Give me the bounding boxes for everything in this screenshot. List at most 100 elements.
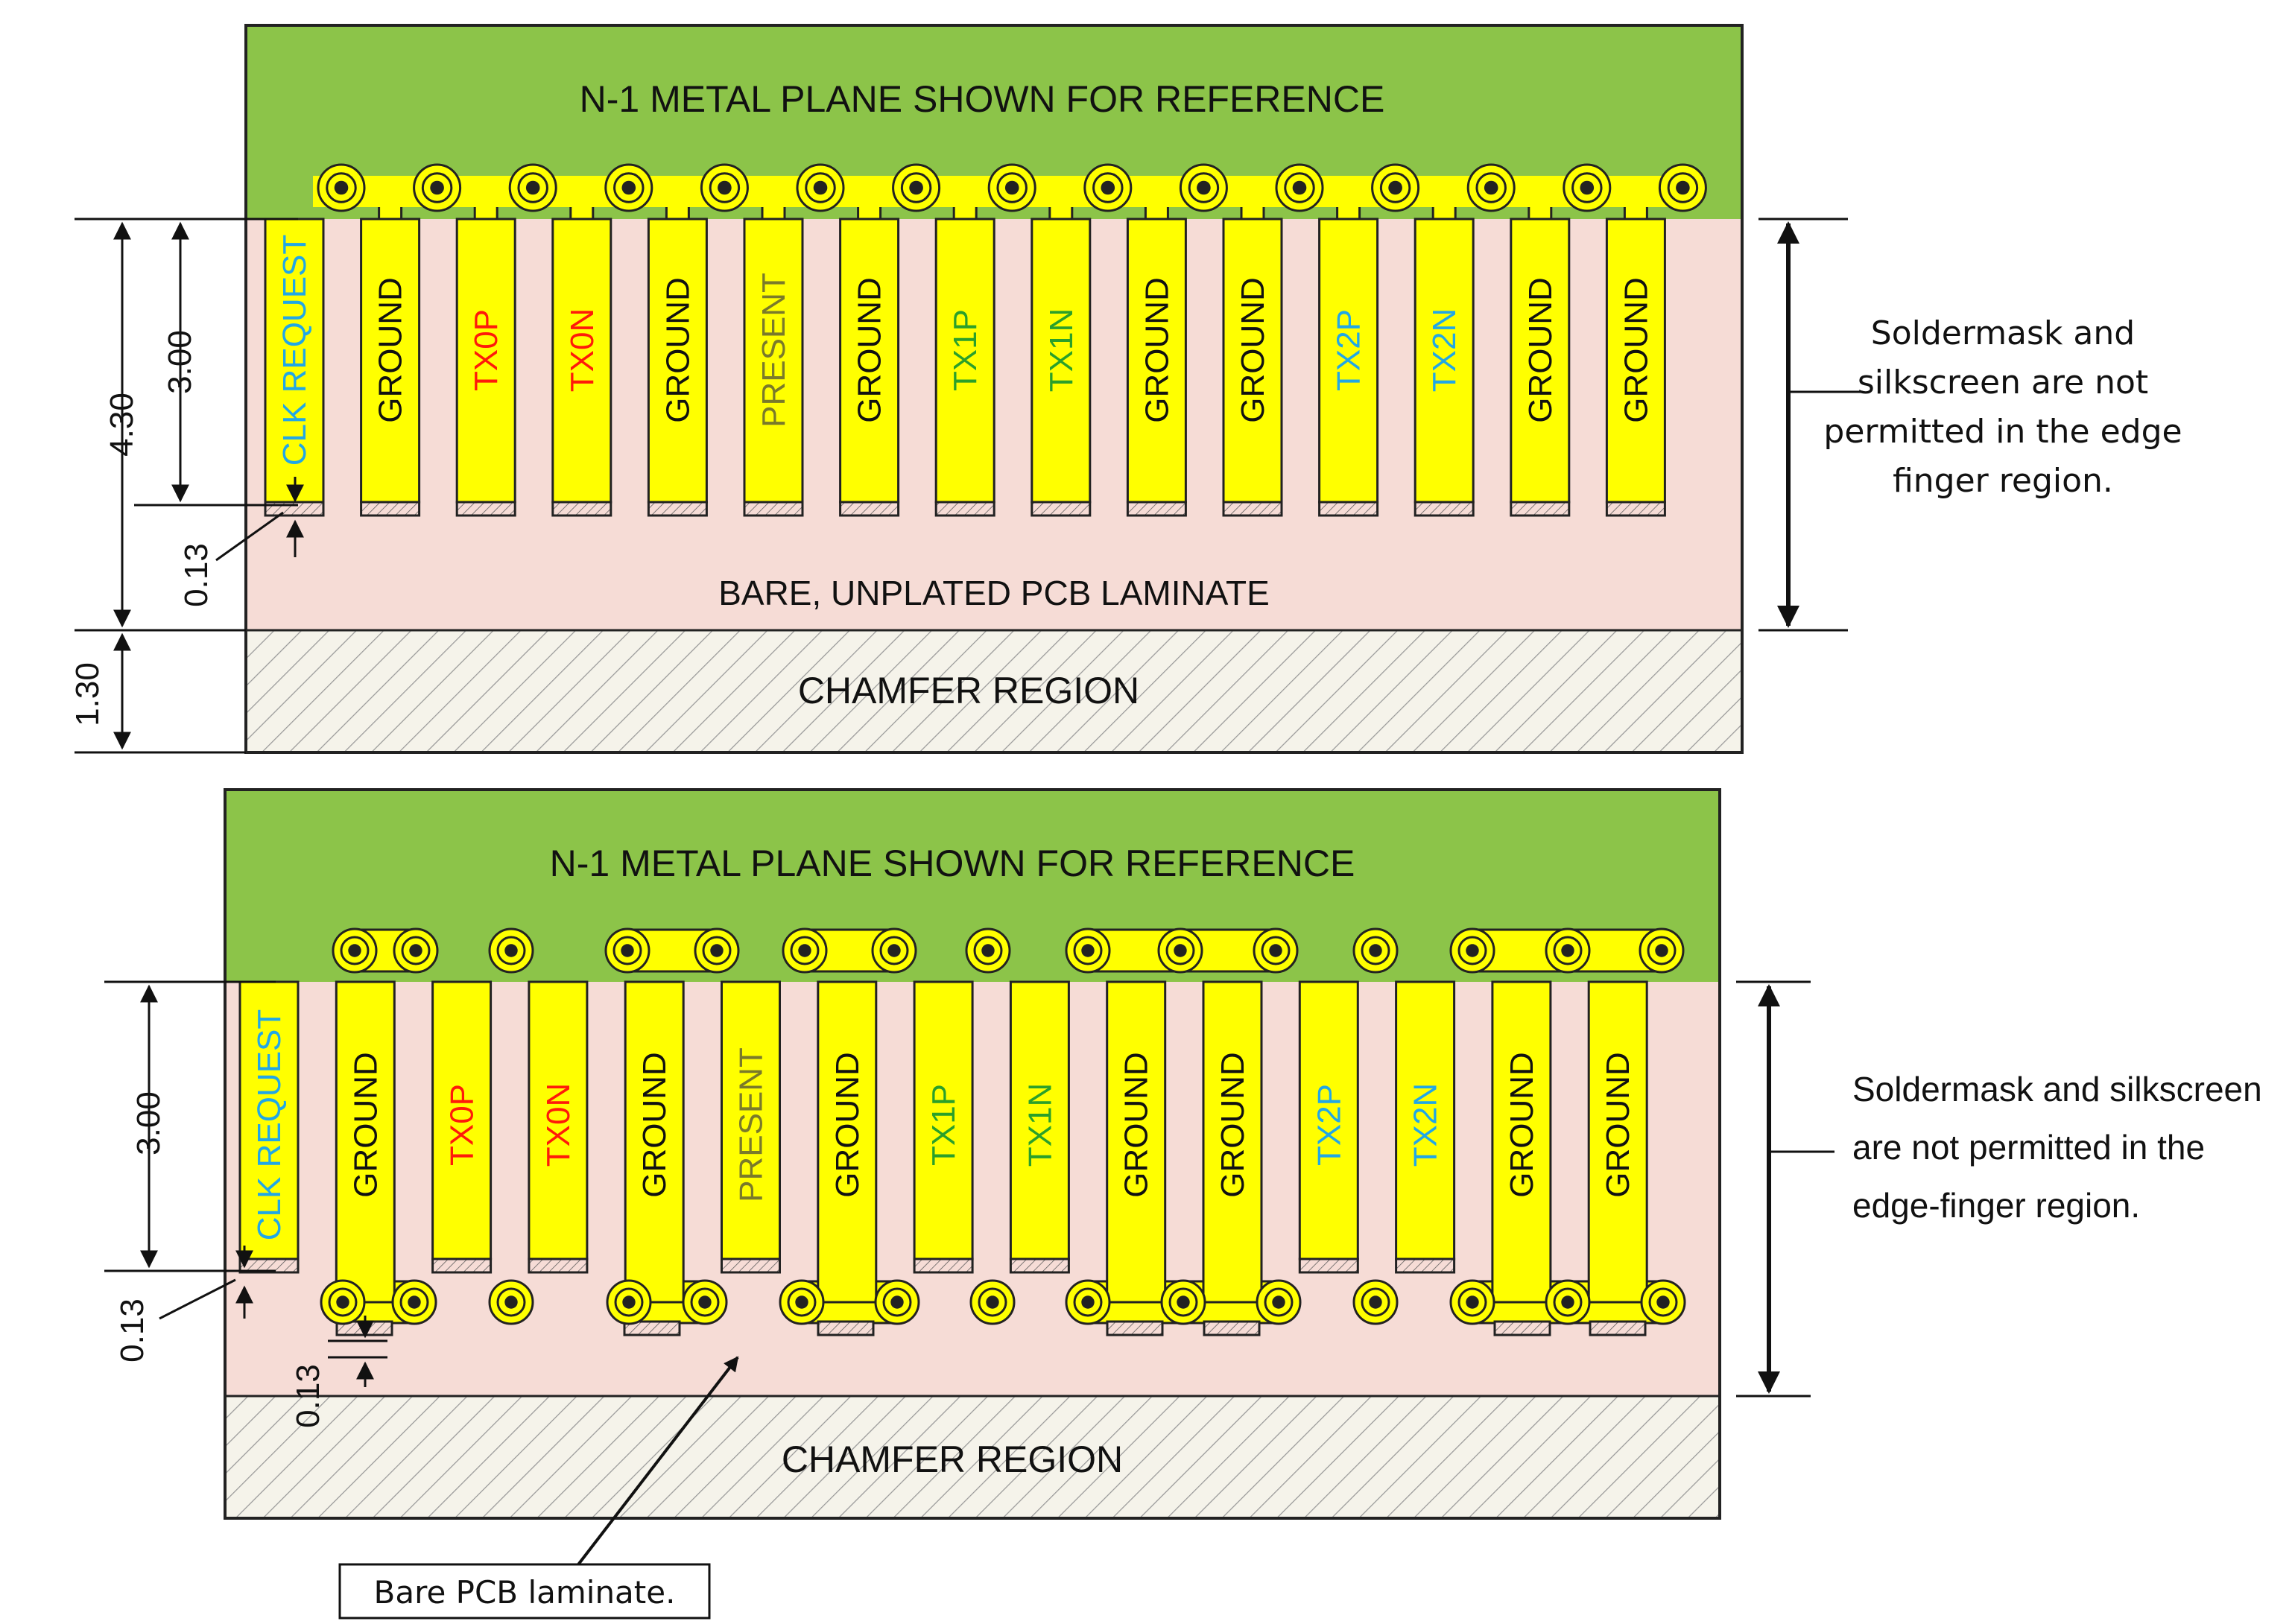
top-note-line: silkscreen are not: [1858, 364, 2148, 402]
via-hole: [1484, 180, 1498, 195]
finger-gap: [839, 501, 900, 517]
finger-gap: [1298, 1257, 1359, 1274]
via-ring: [399, 1287, 429, 1317]
via-gap: [1589, 1320, 1647, 1336]
via-gap: [623, 1320, 681, 1336]
top-note-line: permitted in the edge: [1823, 413, 2182, 451]
via-ring: [613, 172, 645, 203]
finger-label: GROUND: [659, 277, 696, 423]
via-ring: [401, 936, 431, 965]
via-gap: [817, 1320, 875, 1336]
via-hole: [981, 944, 995, 957]
via-hole: [336, 1295, 349, 1309]
via-ring: [1379, 172, 1411, 203]
via-hole: [334, 180, 349, 195]
bottom-dim-via-gap: 0.13: [290, 1364, 326, 1428]
via-ring: [614, 1287, 644, 1317]
via-ring: [1667, 172, 1699, 203]
via-ring: [326, 172, 357, 203]
bottom-chamfer-region: [225, 1396, 1720, 1518]
finger-label: TX0P: [468, 309, 504, 391]
edge-finger: [913, 980, 974, 1260]
finger-label: GROUND: [347, 1052, 384, 1198]
via-hole: [887, 944, 901, 957]
via-ring: [496, 936, 526, 965]
edge-finger: [1222, 218, 1283, 504]
finger-label: TX1P: [925, 1084, 962, 1166]
bottom-dimensions: [104, 980, 1834, 1572]
finger-label: GROUND: [1235, 277, 1271, 423]
via-ring: [1361, 936, 1390, 965]
finger-gap: [1222, 501, 1283, 517]
finger-gap: [721, 1257, 781, 1274]
via-ring: [1092, 172, 1124, 203]
finger-gap: [743, 501, 804, 517]
via-hole: [1580, 180, 1595, 195]
edge-finger: [1202, 980, 1263, 1304]
finger-gap: [528, 1257, 589, 1274]
finger-gap: [360, 501, 421, 517]
finger-gap: [913, 1257, 974, 1274]
via-hole: [795, 1295, 808, 1309]
via-ring: [900, 172, 932, 203]
via-hole: [1676, 180, 1690, 195]
finger-label: GROUND: [1522, 277, 1559, 423]
finger-label: TX0P: [444, 1084, 481, 1166]
via-ring: [1188, 172, 1220, 203]
via-hole: [1388, 180, 1402, 195]
via-hole: [890, 1295, 904, 1309]
top-chamfer-region: [246, 630, 1742, 752]
callout-box: [338, 1563, 711, 1620]
edge-finger: [1126, 218, 1187, 504]
via-hole: [622, 1295, 636, 1309]
finger-label: PRESENT: [756, 273, 792, 428]
finger-label: GROUND: [1139, 277, 1175, 423]
via-hole: [1655, 944, 1668, 957]
edge-finger: [743, 218, 804, 504]
via-hole: [1101, 180, 1115, 195]
via-hole: [1272, 1295, 1285, 1309]
via-hole: [1656, 1295, 1670, 1309]
via-hole: [348, 944, 361, 957]
via-ring: [978, 1287, 1007, 1317]
finger-gap: [1510, 501, 1571, 517]
via-ring: [702, 936, 732, 965]
via-hole: [1292, 180, 1307, 195]
via-ring: [1553, 936, 1583, 965]
via-ring: [709, 172, 741, 203]
edge-finger: [721, 980, 781, 1260]
bottom-chamfer-label: CHAMFER REGION: [782, 1439, 1123, 1480]
via-hole: [621, 180, 636, 195]
via-ring: [1457, 936, 1487, 965]
via-ring: [1571, 172, 1603, 203]
finger-gap: [1395, 1257, 1456, 1274]
via-ring: [421, 172, 453, 203]
finger-gap: [1031, 501, 1092, 517]
edge-finger: [624, 980, 685, 1304]
via-hole: [1369, 944, 1382, 957]
edge-finger: [817, 980, 878, 1304]
via-hole: [1197, 180, 1211, 195]
finger-gap: [1605, 501, 1666, 517]
via-gap: [1106, 1320, 1164, 1336]
via-hole: [504, 944, 518, 957]
edge-finger: [1413, 218, 1475, 504]
top-dim-finger-length: 3.00: [162, 330, 198, 394]
finger-label: CLK REQUEST: [251, 1009, 288, 1241]
bottom-note-line: are not permitted in the: [1852, 1128, 2205, 1167]
via-hole: [1081, 1295, 1095, 1309]
finger-label: CLK REQUEST: [276, 235, 313, 466]
top-dimensions: [75, 218, 1863, 754]
via-hole: [1561, 1295, 1574, 1309]
edge-finger: [528, 980, 589, 1260]
edge-finger: [264, 218, 325, 504]
finger-label: TX2P: [1311, 1084, 1347, 1166]
finger-label: GROUND: [1215, 1052, 1251, 1198]
via-ring: [328, 1287, 358, 1317]
via-ring: [1648, 1287, 1678, 1317]
edge-finger: [360, 218, 421, 504]
top-plane-label: N-1 METAL PLANE SHOWN FOR REFERENCE: [580, 78, 1385, 120]
